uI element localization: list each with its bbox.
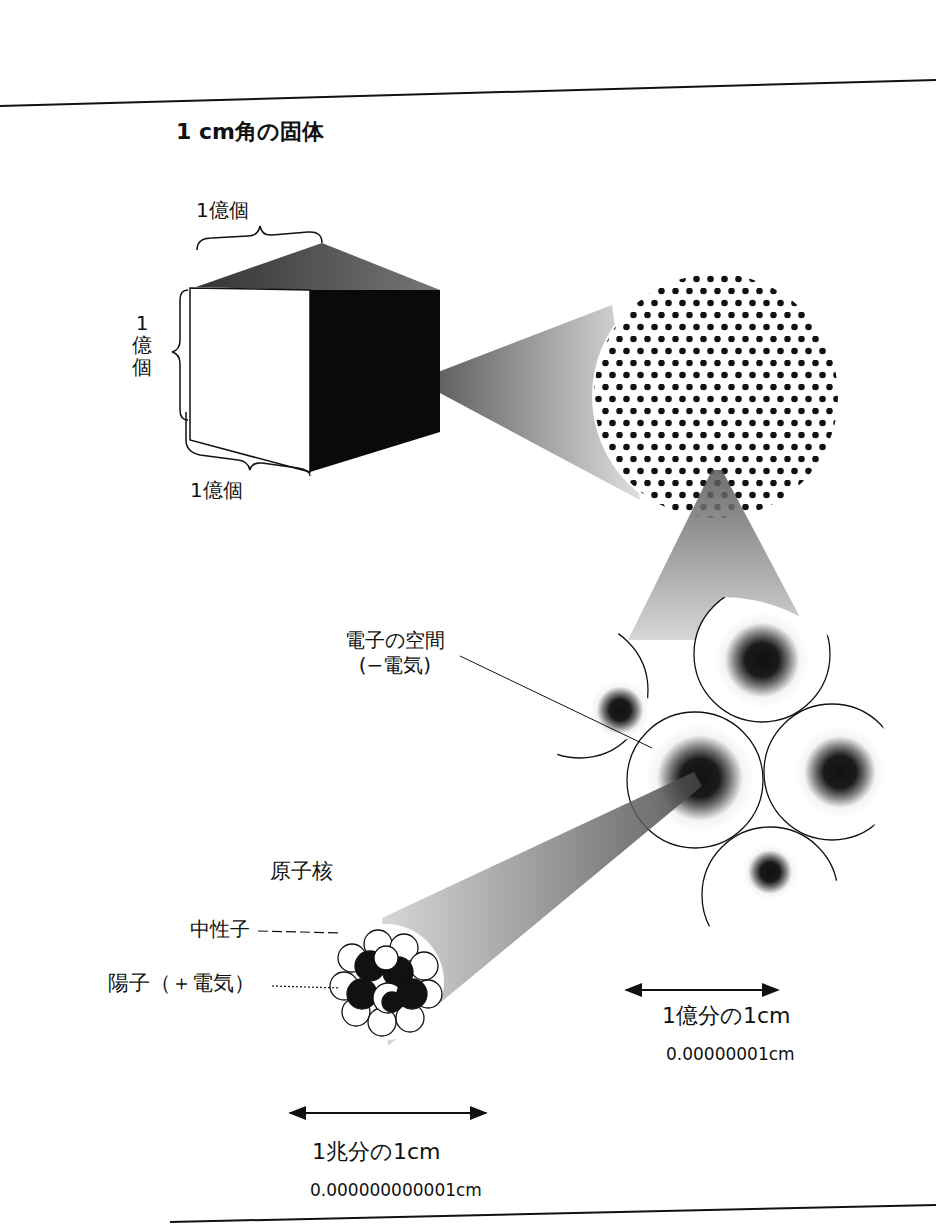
page-rule [0, 80, 936, 106]
count-label: 1億個 [196, 198, 249, 223]
scale-value: 0.00000001cm [666, 1044, 795, 1065]
cube-top [196, 243, 440, 290]
scale-label: 1兆分の1cm [312, 1138, 441, 1166]
leader-line [272, 986, 340, 988]
cube-front [190, 288, 310, 472]
leader-line [258, 931, 342, 933]
leader-line [460, 656, 652, 748]
scale-label: 1億分の1cm [662, 1002, 791, 1030]
bracket [186, 412, 310, 476]
dimension-arrow [290, 1112, 486, 1114]
bracket [172, 290, 188, 420]
atom-group [512, 586, 900, 963]
figure-title: 1 cm角の固体 [176, 118, 324, 146]
nucleus [328, 924, 444, 1040]
count-label: 1億個 [190, 478, 243, 503]
neutron-label: 中性子 [190, 917, 250, 942]
bracket [197, 226, 322, 250]
page-rule [170, 1205, 936, 1222]
dimension-arrow [626, 989, 778, 991]
proton-label: 陽子（＋電気） [108, 970, 255, 996]
count-label: 1億個 [132, 312, 152, 378]
nucleus-label: 原子核 [270, 858, 333, 884]
cube-side [310, 290, 440, 472]
scale-value: 0.000000000001cm [310, 1180, 482, 1201]
electron-space-label: 電子の空間 (−電気) [336, 628, 454, 678]
zoom-cone [382, 772, 702, 1046]
